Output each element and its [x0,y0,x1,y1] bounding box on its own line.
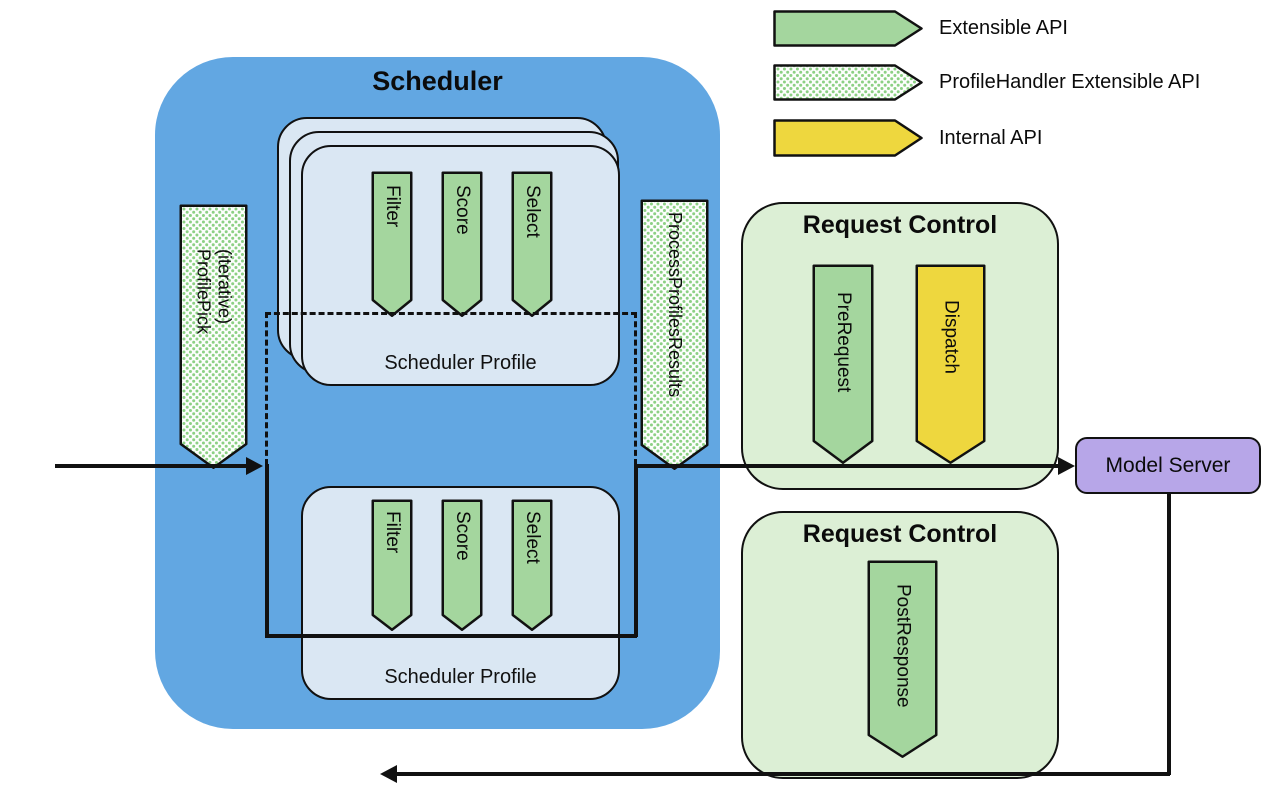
response-return-line [396,772,1170,776]
scheduler-profile-label-bottom: Scheduler Profile [384,666,537,688]
dispatch-arrow: Dispatch [915,264,986,465]
postresponse-arrow: PostResponse [867,560,938,759]
filter-arrow-bottom: Filter [371,499,413,632]
profile-pick-arrow-label: ProfilePick (iterative) [193,249,235,334]
legend-item-internal-api: Internal API [773,119,1042,157]
profile-pick-arrow: ProfilePick (iterative) [179,204,248,470]
score-arrow: Score [441,171,483,318]
profile-boundary-solid-right [634,464,638,637]
legend-label-profilehandler-api: ProfileHandler Extensible API [939,71,1201,93]
profile-pick-line1: ProfilePick [193,249,214,335]
select-arrow: Select [511,171,553,318]
legend-item-extensible-api: Extensible API [773,10,1068,47]
legend-label-internal-api: Internal API [939,126,1043,149]
dispatch-arrow-label: Dispatch [940,300,962,374]
scheduler-to-modelserver-line [636,464,1060,468]
score-arrow-bottom: Score [441,499,483,632]
process-profiles-results-arrow: ProcessProfilesResults [640,199,709,471]
process-profiles-results-label: ProcessProfilesResults [665,212,685,398]
postresponse-arrow-label: PostResponse [892,584,914,708]
request-control-bottom-title: Request Control [802,520,998,548]
profile-boundary-dash-top [265,312,637,315]
input-flow-arrowhead [246,457,263,475]
extensible-api-arrow-icon [773,10,923,47]
internal-api-arrow-icon [773,119,923,157]
profile-pick-line2: (iterative) [214,249,235,325]
select-arrow-bottom-label: Select [522,511,543,564]
model-server-label: Model Server [1105,453,1231,477]
profile-boundary-solid-left [265,464,269,637]
prerequest-arrow-label: PreRequest [833,292,854,393]
filter-arrow-label: Filter [382,185,403,228]
modelserver-arrowhead [1058,457,1075,475]
score-arrow-bottom-label: Score [452,511,473,561]
request-control-top-box [741,202,1059,490]
filter-arrow-bottom-label: Filter [382,511,403,554]
model-server-box: Model Server [1075,437,1261,494]
profilehandler-api-arrow-icon [773,64,923,101]
legend-label-extensible-api: Extensible API [939,17,1068,39]
input-flow-line [55,464,249,468]
score-arrow-label: Score [452,185,473,235]
select-arrow-bottom: Select [511,499,553,632]
profile-boundary-dash-left [265,312,268,465]
response-return-arrowhead [380,765,397,783]
prerequest-arrow: PreRequest [812,264,874,465]
request-control-top-title: Request Control [802,211,998,239]
filter-arrow: Filter [371,171,413,318]
legend-item-profilehandler-api: ProfileHandler Extensible API [773,64,1200,101]
profile-boundary-solid-bottom [265,634,637,638]
scheduler-title: Scheduler [372,66,503,96]
select-arrow-label: Select [522,185,543,238]
scheduler-profile-label: Scheduler Profile [384,352,537,374]
profile-boundary-dash-right [634,312,637,465]
modelserver-down-line [1167,494,1171,775]
